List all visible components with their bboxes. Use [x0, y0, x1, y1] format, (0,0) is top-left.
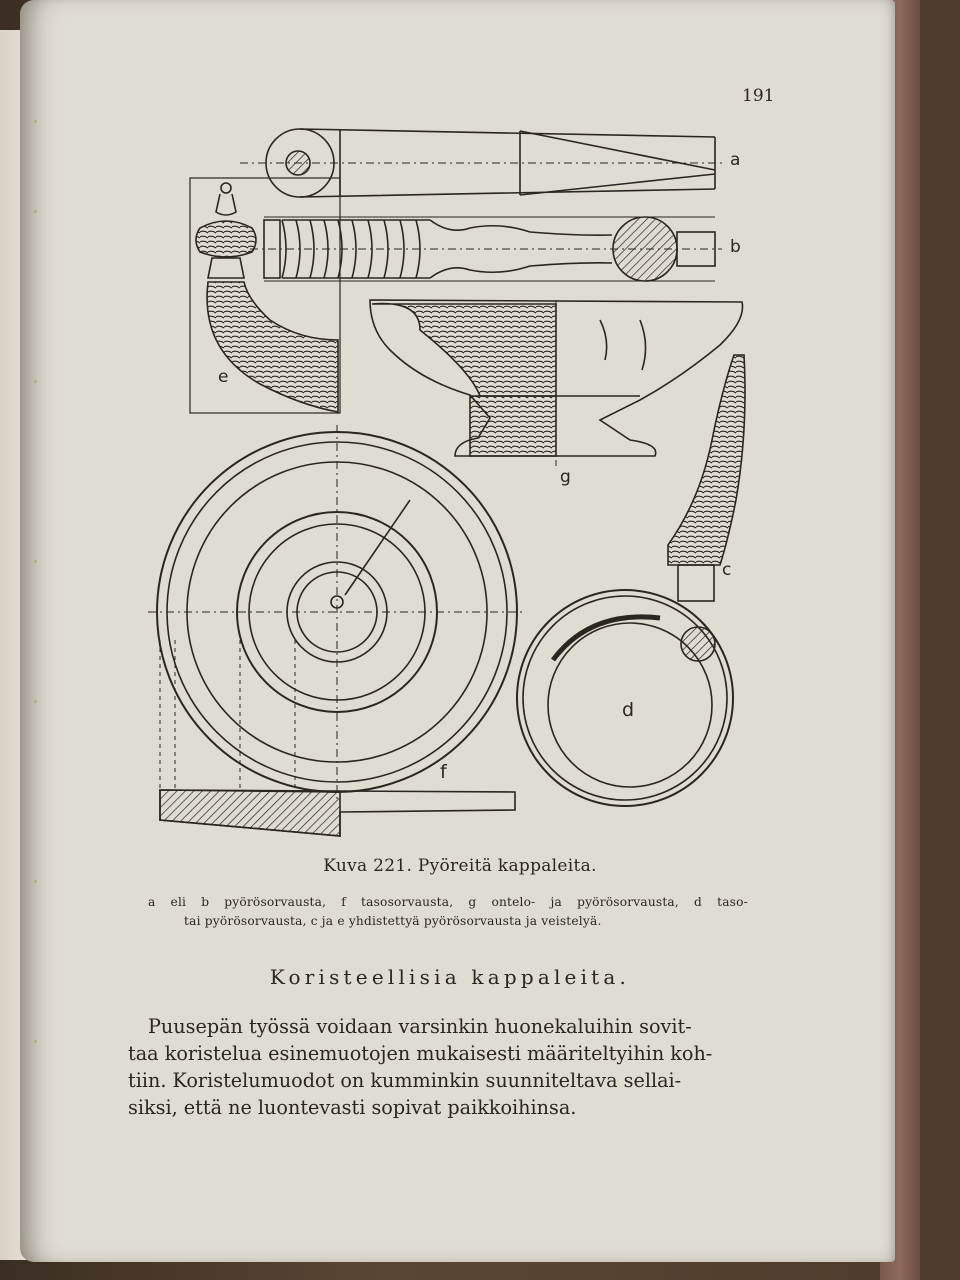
label-f: f — [440, 761, 448, 783]
section-heading: Koristeellisia kappaleita. — [269, 965, 631, 989]
piece-c-leg-profile: c — [667, 354, 746, 602]
label-e: e — [218, 367, 228, 387]
label-a: a — [730, 150, 740, 170]
page-number: 191 — [742, 86, 775, 106]
label-b: b — [730, 237, 741, 257]
label-g: g — [560, 467, 571, 487]
piece-b-turned-leg: b — [250, 216, 741, 282]
paragraph-line: taa koristelua esinemuotojen mukaisesti … — [128, 1042, 713, 1065]
piece-e-finial-bracket: e — [189, 177, 341, 414]
piece-g-bowl: g — [369, 299, 744, 487]
piece-d-ring: d — [516, 589, 734, 807]
label-c: c — [722, 560, 731, 580]
book-page — [20, 0, 895, 1262]
figure-legend: a eli b pyörösorvausta, f tasosorvausta,… — [148, 893, 748, 931]
body-paragraph: Puusepän työssä voidaan varsinkin huonek… — [128, 1013, 776, 1121]
piece-a-spindle: a — [240, 128, 740, 198]
label-d: d — [622, 699, 634, 721]
paragraph-line: siksi, että ne luontevasti sopivat paikk… — [128, 1096, 577, 1119]
paragraph-line: tiin. Koristelumuodot on kumminkin suunn… — [128, 1069, 682, 1092]
figure-caption: Kuva 221. Pyöreitä kappaleita. — [323, 856, 597, 876]
legend-line: tai pyörösorvausta, c ja e yhdistettyä p… — [184, 914, 602, 928]
piece-f-plate: f — [148, 425, 525, 837]
legend-line: a eli b pyörösorvausta, f tasosorvausta,… — [148, 895, 748, 909]
paragraph-line: Puusepän työssä voidaan varsinkin huonek… — [148, 1015, 692, 1038]
